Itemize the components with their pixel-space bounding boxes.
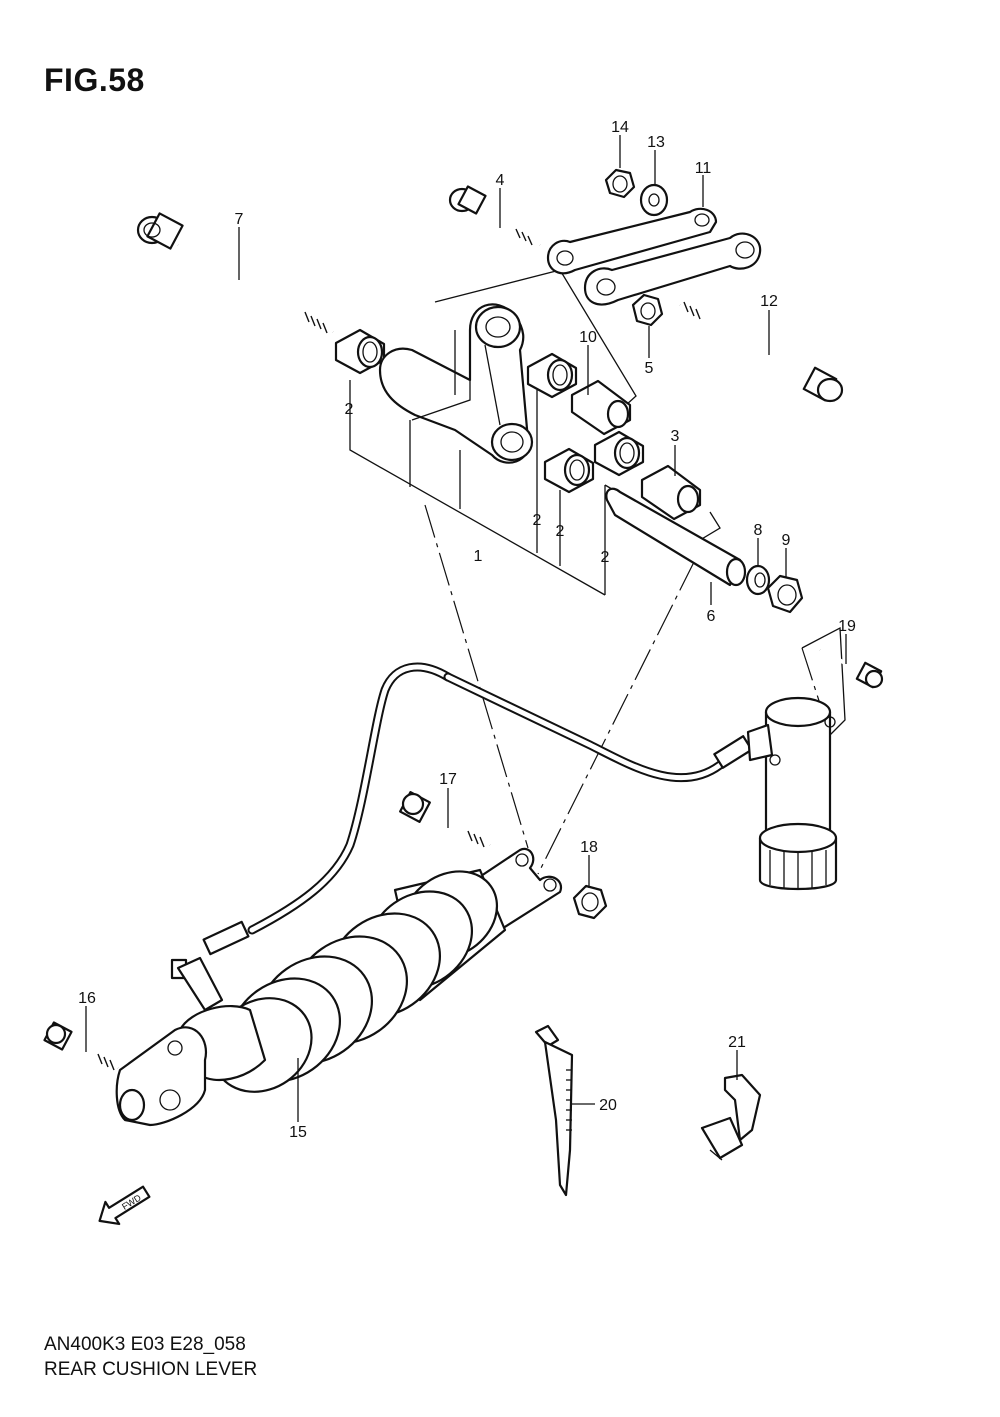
callout-5: 5 bbox=[645, 360, 654, 377]
callout-2-left: 2 bbox=[345, 401, 354, 418]
diagram-caption: REAR CUSHION LEVER bbox=[44, 1359, 258, 1380]
bushing-2-left bbox=[334, 328, 386, 375]
callout-6: 6 bbox=[707, 608, 716, 625]
leader-lines bbox=[85, 135, 847, 1122]
callout-13: 13 bbox=[647, 134, 665, 151]
callout-9: 9 bbox=[782, 532, 791, 549]
shaft-6 bbox=[605, 487, 747, 587]
footer: AN400K3 E03 E28_058 REAR CUSHION LEVER bbox=[44, 1332, 257, 1382]
callout-numbers: 7 4 14 13 11 12 5 10 2 3 2 2 1 2 8 9 6 1… bbox=[78, 119, 856, 1141]
bolt-4 bbox=[448, 185, 541, 247]
nut-18 bbox=[572, 884, 608, 920]
model-code: AN400K3 E03 E28_058 bbox=[44, 1334, 246, 1355]
nut-9 bbox=[766, 574, 804, 614]
callout-16: 16 bbox=[78, 990, 96, 1007]
bolt-7 bbox=[136, 212, 335, 335]
callout-4: 4 bbox=[496, 172, 505, 189]
callout-12: 12 bbox=[760, 293, 778, 310]
bolt-17 bbox=[399, 791, 491, 848]
nut-5 bbox=[631, 293, 664, 327]
preload-adjuster bbox=[746, 696, 838, 891]
spacer-3 bbox=[640, 464, 702, 521]
callout-10: 10 bbox=[579, 329, 597, 346]
bushing-2-mid-lower bbox=[543, 447, 595, 494]
cable-tie-20 bbox=[534, 1024, 574, 1197]
link-11 bbox=[546, 207, 762, 306]
bushing-2-right bbox=[593, 430, 645, 477]
washer-13 bbox=[639, 183, 669, 217]
washer-8 bbox=[745, 564, 771, 596]
bolt-16 bbox=[43, 1021, 119, 1071]
callout-20: 20 bbox=[599, 1097, 617, 1114]
callout-8: 8 bbox=[754, 522, 763, 539]
callout-3: 3 bbox=[671, 428, 680, 445]
callout-2-lower: 2 bbox=[556, 523, 565, 540]
bracket-lines bbox=[349, 269, 846, 736]
bolt-19 bbox=[819, 648, 884, 689]
shock-absorber-15 bbox=[115, 847, 563, 1127]
bushing-2-mid-upper bbox=[526, 352, 578, 399]
callout-2-mid: 2 bbox=[533, 512, 542, 529]
bolt-12 bbox=[679, 301, 844, 403]
callout-11: 11 bbox=[695, 160, 712, 177]
cushion-lever-1 bbox=[378, 303, 534, 464]
callout-14: 14 bbox=[611, 119, 629, 136]
callout-21: 21 bbox=[728, 1034, 746, 1051]
callout-18: 18 bbox=[580, 839, 598, 856]
callout-7: 7 bbox=[235, 211, 244, 228]
callout-15: 15 bbox=[289, 1124, 307, 1141]
fwd-arrow-icon: FWD bbox=[98, 1185, 151, 1226]
callout-2-right: 2 bbox=[601, 549, 610, 566]
spacer-10 bbox=[570, 379, 632, 436]
clamp-21 bbox=[700, 1073, 762, 1161]
callout-19: 19 bbox=[838, 618, 856, 635]
callout-1: 1 bbox=[474, 548, 483, 565]
nut-14 bbox=[604, 168, 636, 199]
figure-title: FIG.58 bbox=[44, 62, 145, 98]
callout-17: 17 bbox=[439, 771, 457, 788]
